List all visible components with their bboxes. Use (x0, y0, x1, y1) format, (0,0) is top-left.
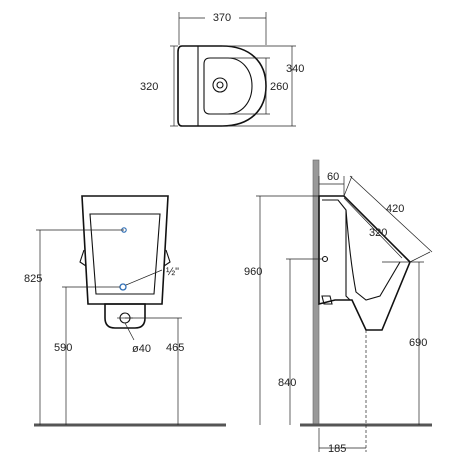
top-depth-label: 60 (327, 171, 339, 183)
inlet-leader (125, 269, 163, 286)
fixing-height-label: 840 (278, 377, 296, 389)
outlet-leader (124, 322, 135, 341)
side-body-outline (318, 195, 411, 331)
diagonal-ext-bottom (409, 251, 431, 263)
front-view: 825 590 465 ½" ø40 (24, 195, 226, 427)
top-view: 370 320 340 260 (140, 10, 304, 127)
side-view: 960 840 690 60 420 320 185 (244, 159, 433, 455)
inner-diag-dim-line (343, 197, 403, 259)
lip-height-label: 690 (409, 337, 427, 349)
outer-depth-label: 340 (286, 63, 304, 75)
outlet-height-label: 590 (54, 342, 72, 354)
front-ear-left (79, 249, 87, 267)
side-bowl-curve (345, 209, 401, 301)
outlet-diameter-label: ø40 (132, 343, 151, 355)
top-bowl (203, 57, 253, 115)
inlet-size-label: ½" (166, 266, 179, 278)
front-body-outline (81, 195, 169, 305)
width-label-bg (205, 10, 239, 24)
side-fixing (321, 255, 329, 263)
side-siphon (321, 295, 333, 305)
total-height-label: 960 (244, 266, 262, 278)
side-wall (312, 159, 320, 426)
waste-height-label: 465 (166, 342, 184, 354)
front-bowl-outline (89, 213, 161, 295)
diagonal-label: 420 (386, 203, 404, 215)
front-siphon (104, 303, 146, 329)
inner-diag-label: 320 (369, 227, 387, 239)
depth-label: 320 (140, 81, 158, 93)
inlet-height-label: 825 (24, 273, 42, 285)
side-top-tank (322, 199, 351, 301)
top-drain-inner (216, 81, 224, 89)
inner-depth-label: 260 (270, 81, 288, 93)
front-ear-right (163, 249, 171, 267)
width-label: 370 (213, 12, 231, 24)
top-drain-outer (212, 77, 228, 93)
wall-offset-label: 185 (328, 443, 346, 455)
diagonal-dim-line (349, 175, 433, 253)
front-inlet-pipe (119, 283, 127, 291)
diagonal-ext-top (343, 175, 353, 197)
